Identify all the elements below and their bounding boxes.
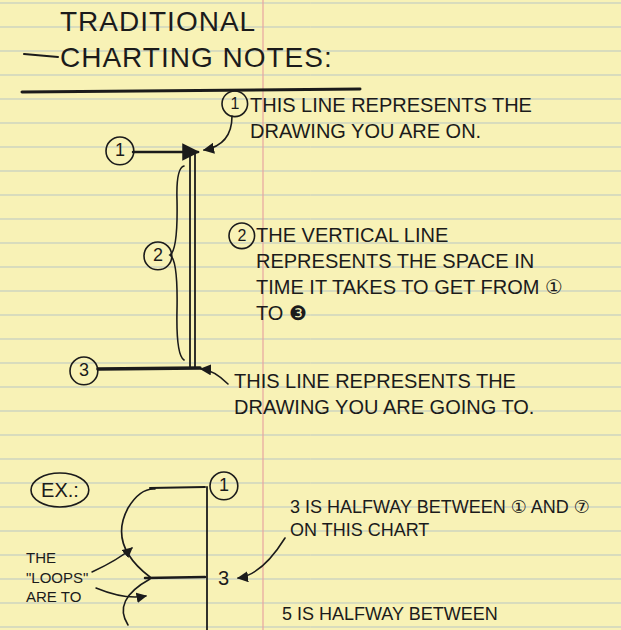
callout-circle: 3 [69, 356, 99, 386]
page-title: TRADITIONAL CHARTING NOTES: [60, 4, 390, 77]
circle-outline-shape [210, 472, 238, 500]
callout-number: 3 [79, 361, 89, 381]
circle-outline-shape [106, 137, 134, 165]
start-tick [150, 487, 205, 488]
leader-arrow [96, 588, 146, 597]
callout-circle: 1 [209, 471, 239, 501]
example-tag: EX.: [41, 479, 79, 501]
callout-circle: 2 [228, 222, 256, 250]
callout-circle: 2 [143, 241, 173, 271]
leader-arrow [92, 548, 132, 572]
brace [170, 166, 184, 360]
callout-circle: 1 [221, 90, 249, 118]
middle-tick [145, 577, 205, 578]
start-tick [133, 151, 198, 154]
note-text: THE VERTICAL LINE REPRESENTS THE SPACE I… [256, 222, 586, 326]
circle-outline-shape [222, 91, 248, 117]
example-ellipse: EX.: [30, 472, 90, 508]
time-line [190, 152, 195, 368]
leader-arrow [204, 116, 232, 150]
leader-arrow [238, 538, 285, 578]
callout-number: 2 [238, 227, 247, 245]
circle-outline-shape [229, 223, 255, 249]
circle-outline-shape [144, 242, 172, 270]
callout-number: 2 [153, 246, 163, 266]
chart-number: 3 [218, 565, 248, 591]
loop-arc [123, 579, 150, 625]
callout-circle: 1 [105, 136, 135, 166]
note-text: THIS LINE REPRESENTS THE DRAWING YOU ARE… [234, 368, 544, 420]
callout-number: 1 [231, 95, 240, 113]
callout-number: 1 [219, 476, 229, 496]
leader-arrow [201, 369, 228, 384]
note-text: 5 IS HALFWAY BETWEEN [282, 603, 602, 626]
note-text: THE "LOOPS" ARE TO [26, 548, 96, 607]
title-underline [22, 89, 360, 92]
end-tick [98, 368, 200, 369]
note-text: 3 IS HALFWAY BETWEEN ① AND ⑦ ON THIS CHA… [290, 496, 610, 543]
loop-arc [122, 489, 155, 577]
circle-outline-shape [70, 357, 98, 385]
time-line [206, 487, 208, 630]
title-stroke [24, 54, 58, 57]
circle-outline-shape [31, 473, 89, 507]
note-text: THIS LINE REPRESENTS THE DRAWING YOU ARE… [250, 92, 610, 144]
callout-number: 1 [115, 141, 125, 161]
